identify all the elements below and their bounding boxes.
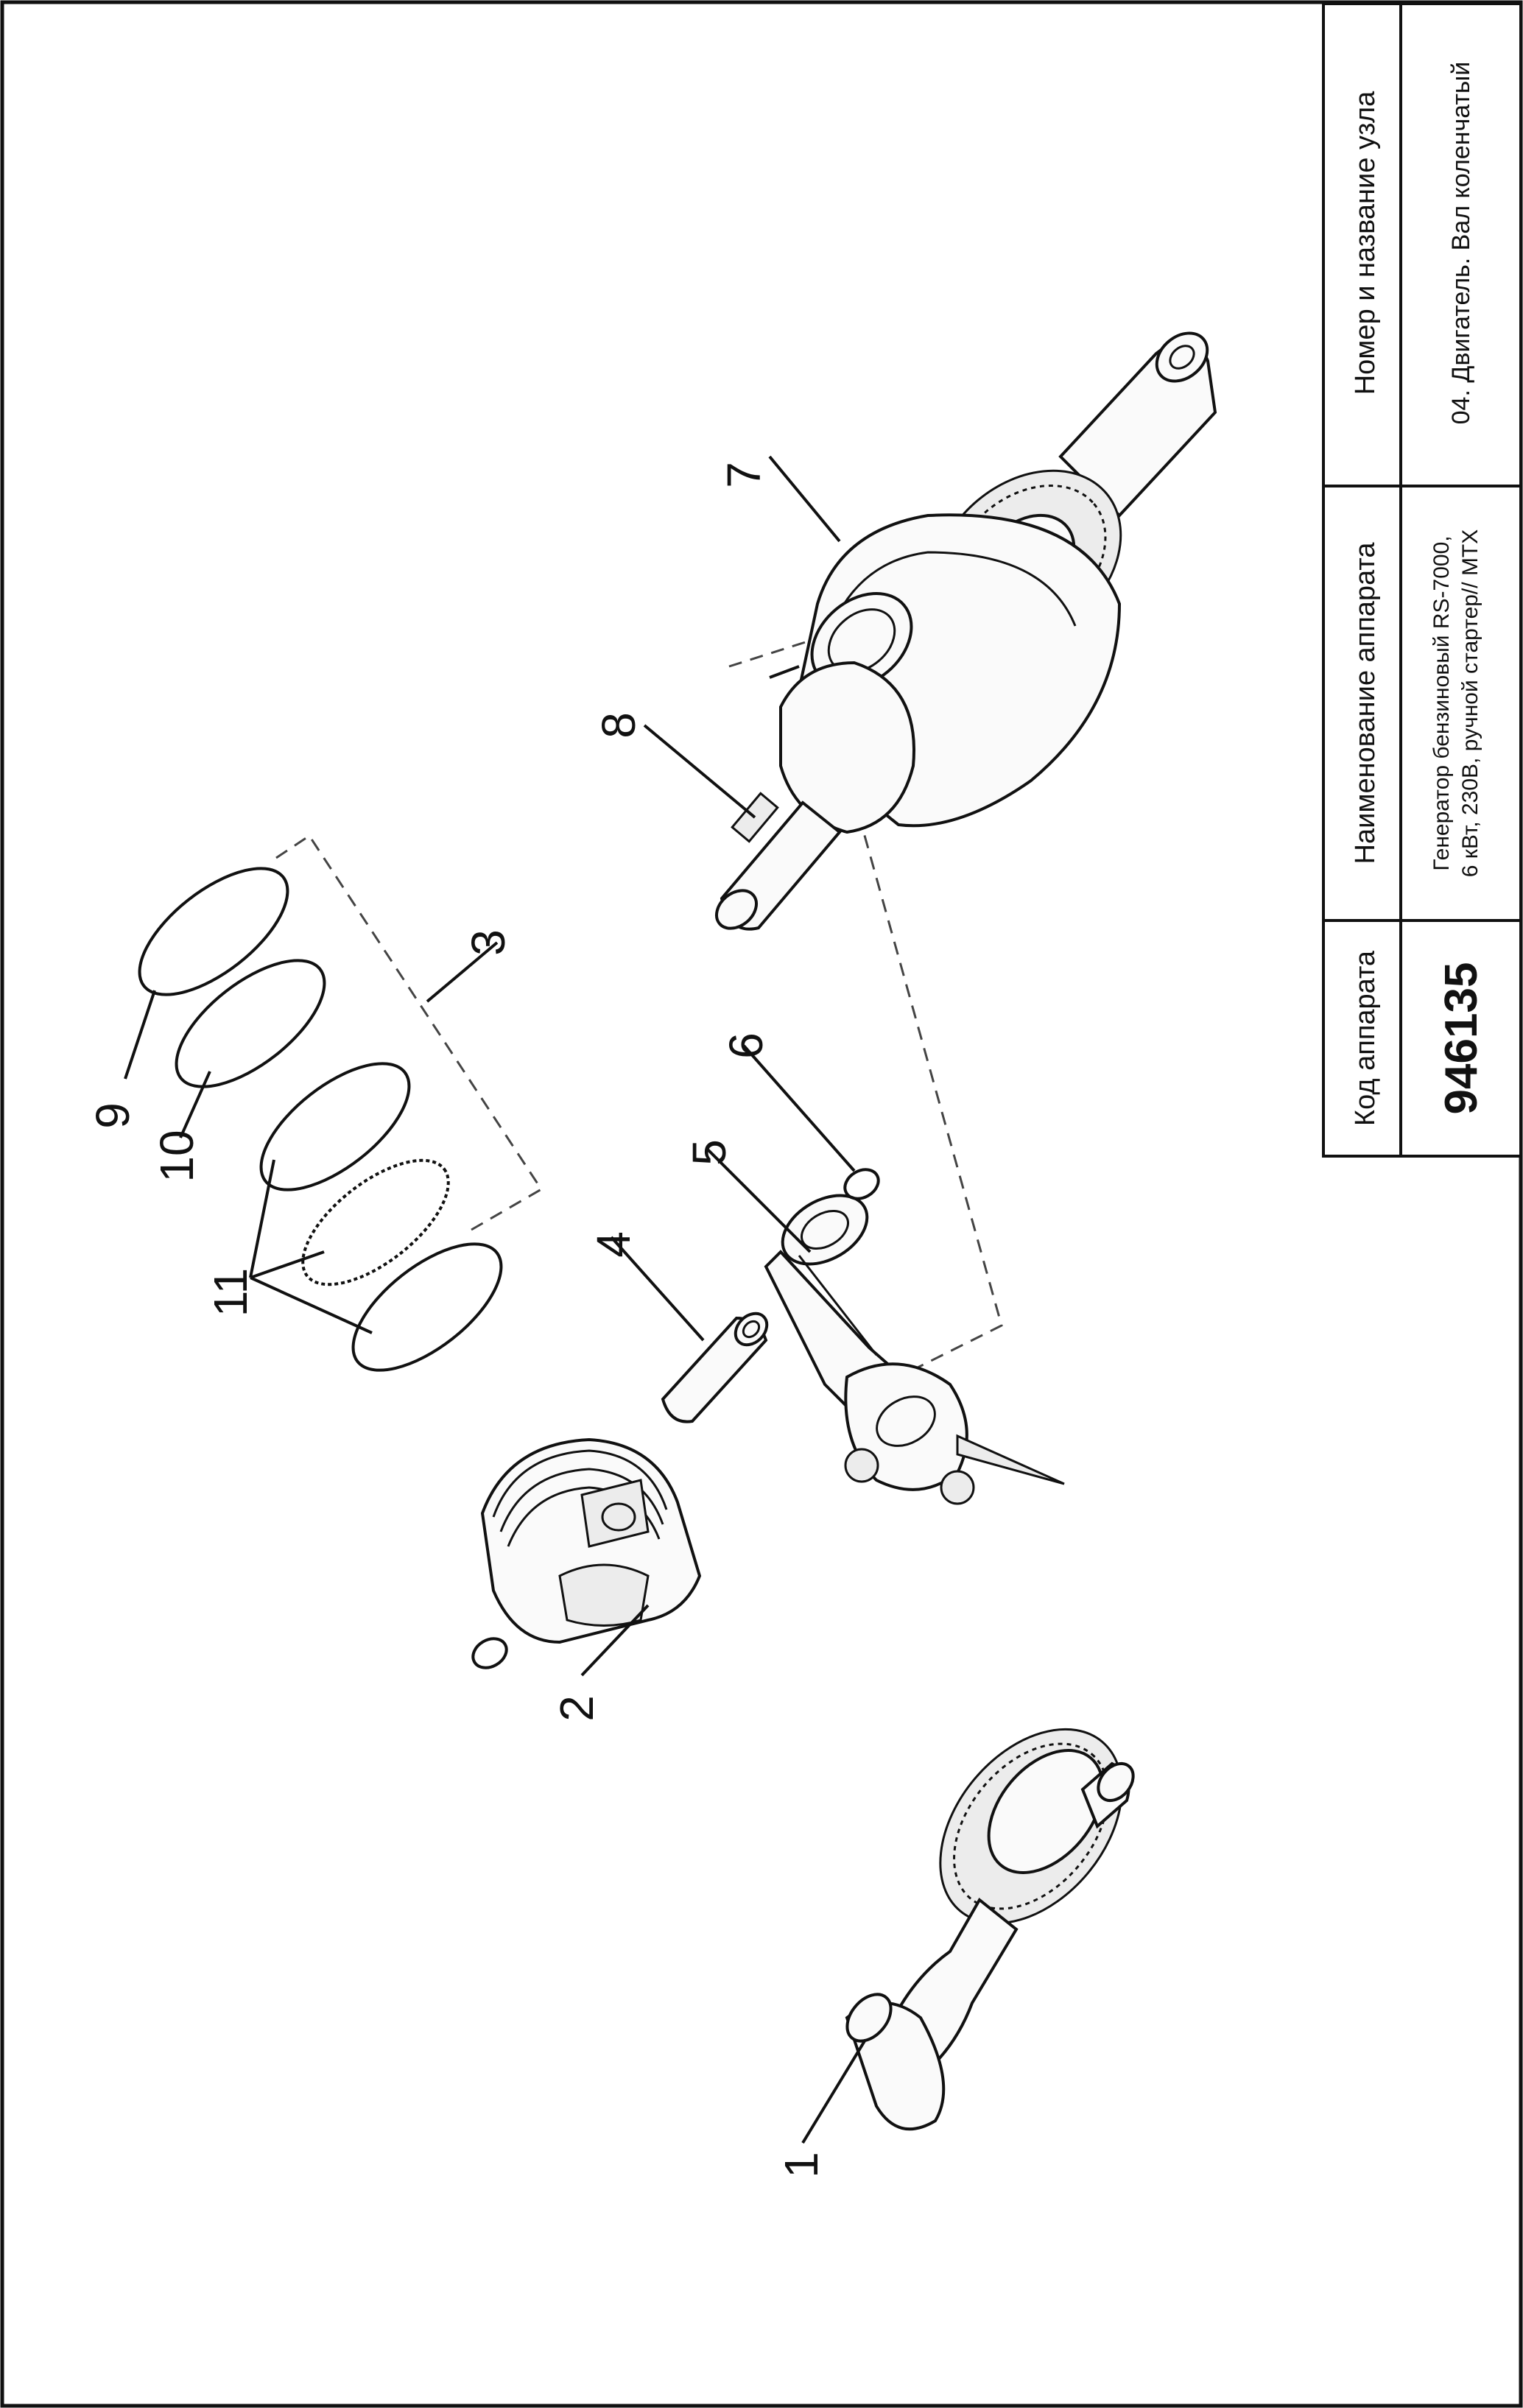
leader-11-c <box>250 1276 373 1334</box>
camshaft-icon <box>845 1728 1135 2131</box>
callout-4: 4 <box>587 1231 640 1258</box>
crank-rod-bracket <box>728 639 1003 1371</box>
leader-7-b <box>768 455 841 543</box>
leader-6 <box>742 1044 856 1172</box>
device-code-label: Код аппарата <box>1350 950 1381 1126</box>
callout-11: 11 <box>204 1268 257 1317</box>
leader-8 <box>643 724 756 819</box>
leader-7 <box>769 665 800 679</box>
device-code: 946135 <box>1436 962 1487 1115</box>
leader-2 <box>580 1604 650 1677</box>
leader-4 <box>610 1236 705 1342</box>
leader-9 <box>124 990 156 1080</box>
ring-set-bracket <box>275 834 544 1231</box>
assembly-name: 04. Двигатель. Вал коленчатый <box>1447 62 1475 425</box>
callout-3: 3 <box>462 929 515 956</box>
callout-8: 8 <box>592 712 645 739</box>
leader-11-a <box>249 1159 275 1278</box>
callout-6: 6 <box>720 1032 773 1059</box>
title-block-border <box>1322 2 1522 1158</box>
device-name-line2: 6 кВт, 230В, ручной стартер// MTX <box>1458 529 1482 878</box>
callout-1: 1 <box>775 2152 828 2178</box>
piston-circlip-icon <box>471 1637 508 1669</box>
leader-11-b <box>250 1250 325 1279</box>
leader-3 <box>426 941 499 1003</box>
device-name-line1: Генератор бензиновый RS-7000, <box>1429 535 1454 870</box>
callout-9: 9 <box>86 1102 139 1129</box>
callout-10: 10 <box>150 1130 203 1182</box>
leader-1 <box>801 2038 867 2144</box>
assembly-label: Номер и название узла <box>1350 91 1381 395</box>
connecting-rod-icon <box>764 1194 1065 1505</box>
piston-pin-icon <box>661 1312 769 1423</box>
crankshaft-icon <box>715 331 1217 931</box>
callout-7: 7 <box>717 462 770 488</box>
device-name-label: Наименование аппарата <box>1350 542 1381 865</box>
circlip-icon <box>843 1168 880 1200</box>
piston-icon <box>480 1437 702 1644</box>
piston-ring-icon <box>138 867 503 1372</box>
callout-5: 5 <box>683 1139 736 1166</box>
title-block: Номер и название узла Наименование аппар… <box>1322 2 1522 1158</box>
leader-5 <box>706 1147 812 1253</box>
callout-2: 2 <box>550 1695 603 1722</box>
leader-10 <box>179 1071 211 1138</box>
